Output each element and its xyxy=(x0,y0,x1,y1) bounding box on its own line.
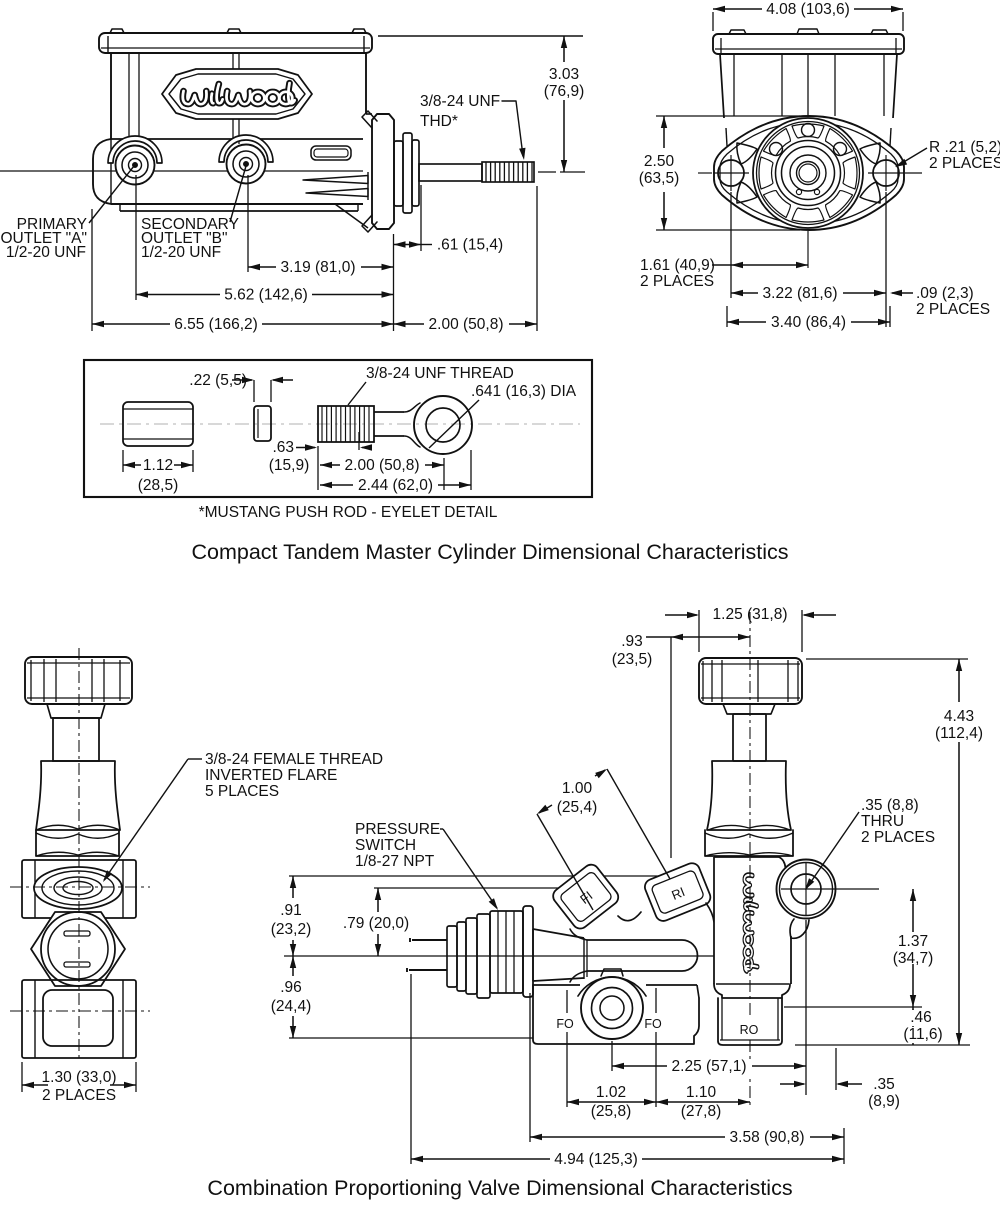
svg-text:.91: .91 xyxy=(280,902,302,919)
svg-text:1/8-27 NPT: 1/8-27 NPT xyxy=(355,853,435,870)
svg-text:1.61 (40,9): 1.61 (40,9) xyxy=(640,257,715,274)
svg-text:1.37: 1.37 xyxy=(898,933,928,950)
svg-text:4.94 (125,3): 4.94 (125,3) xyxy=(554,1151,638,1168)
svg-text:2.44 (62,0): 2.44 (62,0) xyxy=(358,477,433,494)
svg-text:1.30 (33,0): 1.30 (33,0) xyxy=(42,1069,117,1086)
svg-text:2.25 (57,1): 2.25 (57,1) xyxy=(672,1058,747,1075)
svg-text:PRIMARY: PRIMARY xyxy=(17,216,87,233)
svg-text:(76,9): (76,9) xyxy=(544,83,585,100)
svg-text:3.03: 3.03 xyxy=(549,66,579,83)
svg-text:OUTLET "A": OUTLET "A" xyxy=(0,230,87,247)
svg-text:4.08 (103,6): 4.08 (103,6) xyxy=(766,1,850,18)
svg-text:3.19 (81,0): 3.19 (81,0) xyxy=(281,259,356,276)
svg-text:6.55 (166,2): 6.55 (166,2) xyxy=(174,316,258,333)
svg-text:(25,8): (25,8) xyxy=(591,1103,632,1120)
svg-text:.35 (8,8): .35 (8,8) xyxy=(861,797,919,814)
svg-text:5.62 (142,6): 5.62 (142,6) xyxy=(224,287,308,304)
svg-text:1.10: 1.10 xyxy=(686,1084,717,1101)
svg-text:.63: .63 xyxy=(272,439,294,456)
svg-text:3.40 (86,4): 3.40 (86,4) xyxy=(771,314,846,331)
svg-text:2 PLACES: 2 PLACES xyxy=(640,273,714,290)
svg-text:(28,5): (28,5) xyxy=(138,477,179,494)
svg-text:2.00 (50,8): 2.00 (50,8) xyxy=(345,457,420,474)
svg-text:INVERTED FLARE: INVERTED FLARE xyxy=(205,767,337,784)
svg-text:5 PLACES: 5 PLACES xyxy=(205,783,279,800)
svg-text:.35: .35 xyxy=(873,1076,895,1093)
svg-text:*MUSTANG PUSH ROD - EYELET DET: *MUSTANG PUSH ROD - EYELET DETAIL xyxy=(199,504,498,521)
svg-text:.93: .93 xyxy=(621,633,643,650)
svg-text:4.43: 4.43 xyxy=(944,708,974,725)
svg-text:RO: RO xyxy=(740,1023,759,1037)
svg-text:3.58 (90,8): 3.58 (90,8) xyxy=(730,1129,805,1146)
svg-text:THRU: THRU xyxy=(861,813,904,830)
svg-text:2 PLACES: 2 PLACES xyxy=(42,1087,116,1104)
svg-text:FO: FO xyxy=(556,1017,574,1031)
svg-text:.79 (20,0): .79 (20,0) xyxy=(343,915,409,932)
svg-text:.09 (2,3): .09 (2,3) xyxy=(916,285,974,302)
svg-text:PRESSURE: PRESSURE xyxy=(355,821,440,838)
svg-text:1.00: 1.00 xyxy=(562,780,593,797)
svg-text:(23,2): (23,2) xyxy=(271,921,312,938)
svg-text:(8,9): (8,9) xyxy=(868,1093,900,1110)
svg-text:1/2-20 UNF: 1/2-20 UNF xyxy=(6,244,86,261)
svg-text:SECONDARY: SECONDARY xyxy=(141,216,239,233)
svg-text:(11,6): (11,6) xyxy=(903,1026,942,1043)
svg-text:SWITCH: SWITCH xyxy=(355,837,416,854)
svg-text:(112,4): (112,4) xyxy=(935,725,983,742)
svg-text:R .21 (5,2): R .21 (5,2) xyxy=(929,139,1000,156)
svg-text:RI: RI xyxy=(669,884,687,903)
svg-text:(27,8): (27,8) xyxy=(681,1103,722,1120)
svg-text:2.00 (50,8): 2.00 (50,8) xyxy=(429,316,504,333)
svg-text:.96: .96 xyxy=(280,979,302,996)
svg-text:2.50: 2.50 xyxy=(644,153,675,170)
svg-text:3/8-24 UNF THREAD: 3/8-24 UNF THREAD xyxy=(366,365,514,382)
svg-text:(15,9): (15,9) xyxy=(269,457,310,474)
svg-text:THD*: THD* xyxy=(420,113,458,130)
svg-text:2 PLACES: 2 PLACES xyxy=(929,155,1000,172)
svg-text:Combination Proportioning Valv: Combination Proportioning Valve Dimensio… xyxy=(207,1176,792,1200)
svg-text:3.22 (81,6): 3.22 (81,6) xyxy=(763,285,838,302)
svg-text:1.02: 1.02 xyxy=(596,1084,626,1101)
svg-text:(23,5): (23,5) xyxy=(612,651,653,668)
svg-text:.641 (16,3) DIA: .641 (16,3) DIA xyxy=(471,383,577,400)
svg-text:Compact Tandem Master Cylinder: Compact Tandem Master Cylinder Dimension… xyxy=(191,540,788,564)
svg-text:(24,4): (24,4) xyxy=(271,998,312,1015)
svg-text:.46: .46 xyxy=(910,1009,932,1026)
svg-text:1/2-20 UNF: 1/2-20 UNF xyxy=(141,244,221,261)
svg-text:2 PLACES: 2 PLACES xyxy=(861,829,935,846)
svg-text:OUTLET "B": OUTLET "B" xyxy=(141,230,228,247)
svg-text:(34,7): (34,7) xyxy=(893,950,934,967)
svg-text:.22 (5,5): .22 (5,5) xyxy=(189,372,247,389)
svg-text:2 PLACES: 2 PLACES xyxy=(916,301,990,318)
svg-text:.61 (15,4): .61 (15,4) xyxy=(437,237,503,254)
svg-text:1.12: 1.12 xyxy=(143,457,173,474)
svg-text:3/8-24 UNF: 3/8-24 UNF xyxy=(420,93,500,110)
svg-text:(63,5): (63,5) xyxy=(639,170,680,187)
svg-text:3/8-24 FEMALE THREAD: 3/8-24 FEMALE THREAD xyxy=(205,751,383,768)
svg-text:FO: FO xyxy=(644,1017,662,1031)
svg-text:(25,4): (25,4) xyxy=(557,799,598,816)
